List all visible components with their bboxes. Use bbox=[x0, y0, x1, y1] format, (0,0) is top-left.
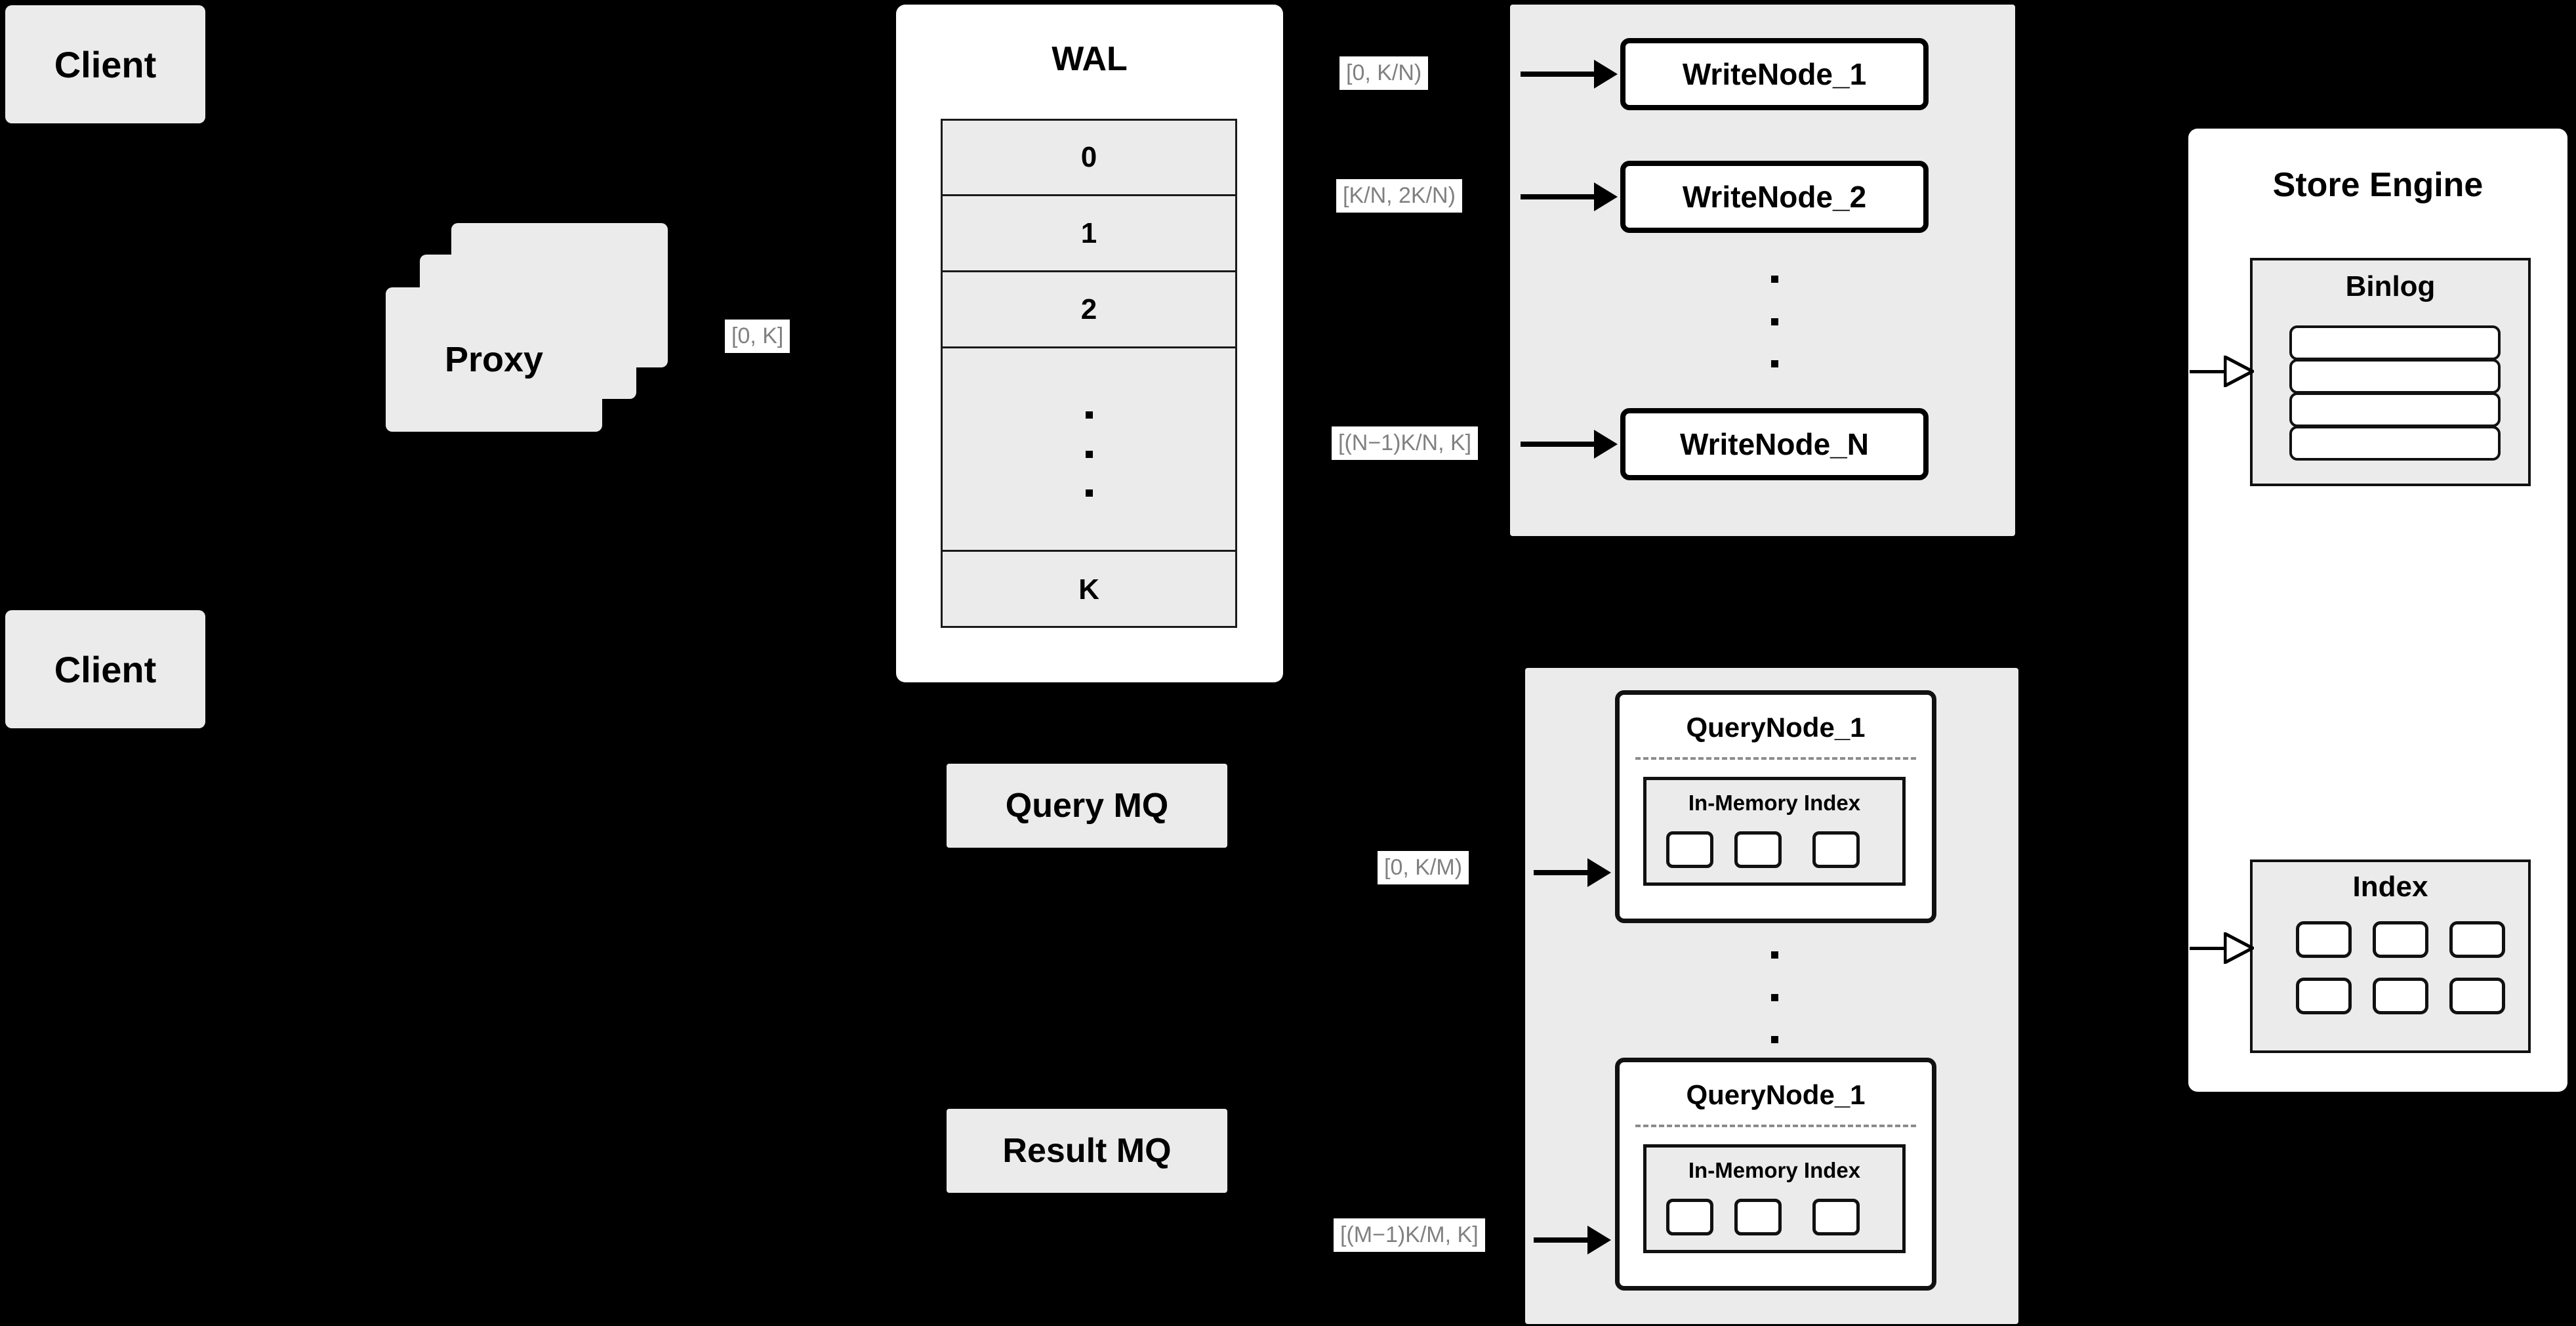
arrow-to-query-node-1 bbox=[1534, 870, 1593, 875]
in-memory-index-box-2: In-Memory Index bbox=[1643, 1144, 1906, 1253]
binlog-row[interactable] bbox=[2289, 392, 2501, 427]
arrow-head-icon bbox=[1594, 60, 1618, 89]
proxy-range-label: [0, K] bbox=[725, 320, 790, 353]
query-node-2[interactable]: QueryNode_1 In-Memory Index bbox=[1615, 1058, 1936, 1291]
index-cell[interactable] bbox=[1666, 1199, 1713, 1235]
index-cell[interactable] bbox=[2449, 921, 2505, 958]
write-cluster-ellipsis-icon bbox=[1771, 276, 1778, 367]
write-node-1-range-text: [0, K/N) bbox=[1346, 60, 1422, 85]
wal-title-text: WAL bbox=[1052, 40, 1128, 78]
index-cell[interactable] bbox=[2373, 921, 2428, 958]
index-title-text: Index bbox=[2352, 871, 2428, 903]
index-cell[interactable] bbox=[2296, 921, 2352, 958]
arrow-to-query-node-2 bbox=[1534, 1237, 1593, 1243]
arrow-head-icon bbox=[1587, 1226, 1611, 1254]
proxy-label: Proxy bbox=[444, 340, 544, 379]
index-cell[interactable] bbox=[1812, 831, 1860, 868]
write-node-n-range-label: [(N−1)K/N, K] bbox=[1332, 426, 1479, 460]
arrow-to-write-node-n bbox=[1521, 442, 1599, 447]
wal-title: WAL bbox=[896, 39, 1283, 79]
wal-row-strip: 0 1 2 K bbox=[941, 119, 1237, 628]
query-node-2-divider bbox=[1635, 1125, 1916, 1127]
result-mq-label: Result MQ bbox=[1002, 1132, 1172, 1170]
arrow-line-to-index bbox=[2190, 947, 2226, 950]
index-cell[interactable] bbox=[1734, 1199, 1782, 1235]
store-engine-title: Store Engine bbox=[2188, 165, 2567, 205]
wal-row-ellipsis bbox=[943, 348, 1235, 552]
wal-row-label: 0 bbox=[1080, 141, 1097, 173]
client-label-2: Client bbox=[54, 648, 157, 690]
write-node-1-label: WriteNode_1 bbox=[1682, 57, 1867, 91]
in-memory-index-label-1: In-Memory Index bbox=[1688, 791, 1861, 815]
query-node-1-range-text: [0, K/M) bbox=[1384, 855, 1463, 880]
query-node-1-divider bbox=[1635, 757, 1916, 760]
binlog-title-text: Binlog bbox=[2345, 270, 2436, 302]
query-node-2-range-label: [(M−1)K/M, K] bbox=[1334, 1218, 1485, 1252]
write-node-2-label: WriteNode_2 bbox=[1682, 180, 1867, 214]
index-cell[interactable] bbox=[2296, 978, 2352, 1014]
write-node-2-range-text: [K/N, 2K/N) bbox=[1343, 183, 1456, 208]
query-node-2-range-text: [(M−1)K/M, K] bbox=[1340, 1222, 1479, 1247]
arrow-line-to-binlog bbox=[2190, 370, 2226, 373]
arrow-to-write-node-1 bbox=[1521, 72, 1599, 77]
client-box-2[interactable]: Client bbox=[5, 610, 205, 728]
proxy-box[interactable]: Proxy bbox=[386, 287, 602, 432]
binlog-row[interactable] bbox=[2289, 359, 2501, 394]
wal-row[interactable]: 0 bbox=[943, 121, 1235, 196]
query-node-1-label: QueryNode_1 bbox=[1686, 712, 1866, 743]
query-node-2-label: QueryNode_1 bbox=[1686, 1079, 1866, 1110]
binlog-title: Binlog bbox=[2250, 270, 2531, 303]
index-cell[interactable] bbox=[2449, 978, 2505, 1014]
write-node-n-range-text: [(N−1)K/N, K] bbox=[1338, 430, 1472, 455]
store-engine-title-text: Store Engine bbox=[2272, 166, 2484, 204]
write-node-n-label: WriteNode_N bbox=[1680, 427, 1869, 461]
arrow-head-icon bbox=[1594, 182, 1618, 211]
vertical-ellipsis-icon bbox=[1086, 411, 1093, 497]
client-label-1: Client bbox=[54, 43, 157, 85]
wal-row[interactable]: 1 bbox=[943, 196, 1235, 272]
query-node-2-title: QueryNode_1 bbox=[1620, 1079, 1932, 1111]
wal-row[interactable]: 2 bbox=[943, 272, 1235, 348]
query-node-1-title: QueryNode_1 bbox=[1620, 712, 1932, 743]
binlog-row[interactable] bbox=[2289, 325, 2501, 360]
query-mq-label: Query MQ bbox=[1005, 787, 1169, 825]
in-memory-index-title-2: In-Memory Index bbox=[1646, 1158, 1902, 1183]
write-node-2-range-label: [K/N, 2K/N) bbox=[1336, 179, 1462, 213]
wal-row-label: 2 bbox=[1080, 293, 1097, 325]
client-box-1[interactable]: Client bbox=[5, 5, 205, 123]
query-mq-box[interactable]: Query MQ bbox=[947, 764, 1227, 848]
binlog-row[interactable] bbox=[2289, 426, 2501, 461]
wal-row[interactable]: K bbox=[943, 552, 1235, 628]
arrow-head-icon bbox=[1587, 858, 1611, 887]
proxy-range-text: [0, K] bbox=[731, 323, 784, 348]
wal-row-label: K bbox=[1078, 573, 1099, 606]
query-node-1-range-label: [0, K/M) bbox=[1378, 851, 1469, 884]
index-cell[interactable] bbox=[1666, 831, 1713, 868]
write-node-n[interactable]: WriteNode_N bbox=[1620, 408, 1929, 480]
query-node-1[interactable]: QueryNode_1 In-Memory Index bbox=[1615, 690, 1936, 923]
query-cluster-ellipsis-icon bbox=[1771, 951, 1778, 1043]
index-title: Index bbox=[2250, 871, 2531, 903]
write-node-2[interactable]: WriteNode_2 bbox=[1620, 161, 1929, 233]
write-node-1[interactable]: WriteNode_1 bbox=[1620, 38, 1929, 110]
index-cell[interactable] bbox=[2373, 978, 2428, 1014]
in-memory-index-title-1: In-Memory Index bbox=[1646, 791, 1902, 816]
index-cell[interactable] bbox=[1734, 831, 1782, 868]
in-memory-index-box-1: In-Memory Index bbox=[1643, 777, 1906, 886]
arrow-to-write-node-2 bbox=[1521, 194, 1599, 199]
result-mq-box[interactable]: Result MQ bbox=[947, 1109, 1227, 1193]
in-memory-index-label-2: In-Memory Index bbox=[1688, 1158, 1861, 1182]
index-cell[interactable] bbox=[1812, 1199, 1860, 1235]
write-node-1-range-label: [0, K/N) bbox=[1339, 56, 1429, 90]
arrow-head-icon bbox=[1594, 430, 1618, 459]
wal-row-label: 1 bbox=[1080, 217, 1097, 249]
